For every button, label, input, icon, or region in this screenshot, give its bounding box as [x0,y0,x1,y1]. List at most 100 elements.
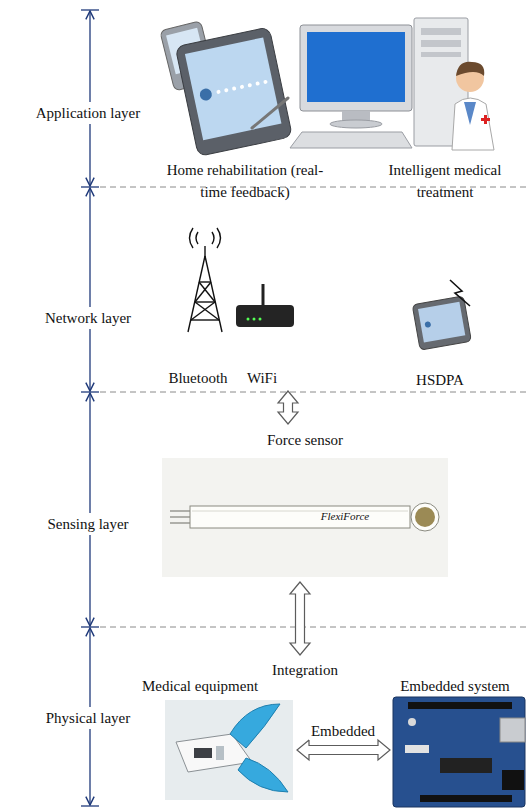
layer-divider [100,392,529,393]
doctor-figure [452,98,494,150]
embedded-board-photo [405,745,429,753]
embedded-board-photo [440,758,492,773]
tower-icon [199,282,215,302]
tower-icon [190,228,194,248]
embedded-board-photo [500,718,525,742]
mobile-device-icon [412,296,471,350]
router-icon [236,284,294,327]
component-caption: Bluetooth [168,367,227,389]
force-sensor-photo [190,506,410,528]
computer-icon [300,25,412,111]
layer-name: Network layer [42,307,134,329]
tower-icon [195,282,211,302]
router-icon [259,318,262,321]
tower-icon [188,228,222,332]
photo-text: FlexiForce [321,510,369,523]
layer-divider [100,187,529,627]
double-arrow [297,740,390,760]
layer-axis [81,186,99,187]
layer-axis [81,391,99,392]
tower-icon [191,319,219,320]
edge-label: Embedded [309,722,377,740]
computer-icon [421,28,461,35]
layer-axis [89,393,90,626]
double-arrow [290,582,310,655]
force-sensor-photo [162,458,448,577]
router-icon [236,305,294,327]
router-icon [262,284,265,306]
tablet-icon [175,27,292,157]
tablet-icon [255,81,260,86]
layer-axis [89,188,90,391]
tablet-icon [240,85,245,90]
mobile-device-icon [424,321,431,328]
tower-icon [217,228,221,248]
component-node: Intelligent medical treatment [368,15,522,205]
computer-icon [421,52,461,57]
tower-icon [195,301,215,302]
tablet-icon [160,21,293,157]
medical-equipment-photo [165,700,293,800]
layer-axis [81,10,99,806]
doctor-figure [484,115,487,124]
router-icon [253,318,256,321]
layer-axis [81,626,99,627]
layer-band: Sensing layerForce sensor [0,392,529,627]
medical-equipment-photo [165,700,293,800]
component-caption: Medical equipment [142,675,258,697]
force-sensor-photo [192,511,408,512]
tower-icon [199,281,211,282]
computer-icon [421,40,461,47]
doctor-figure [452,62,494,150]
component-node: Force sensor [160,424,450,582]
component-node: Home rehabilitation (real-time feedback) [163,15,327,205]
layer-axis [89,11,90,186]
tower-icon [195,302,219,320]
embedded-board-photo [420,795,512,802]
component-node: Bluetooth [166,215,230,391]
component-node: HSDPA [405,280,475,393]
component-caption: WiFi [247,367,277,389]
layer-axis [81,805,99,806]
mobile-device-icon [412,296,471,350]
doctor-figure [456,62,484,76]
component-node: Embedded system [390,673,527,808]
tablet-icon [199,87,213,101]
force-sensor-photo [415,507,435,527]
computer-icon [330,120,382,128]
router-icon [247,318,250,321]
component-node: Medical equipment [140,673,297,803]
component-caption: Home rehabilitation (real-time feedback) [165,159,325,203]
mobile-device-icon [418,302,465,343]
tower-icon [196,232,198,244]
doctor-figure [464,102,476,125]
tablet-icon [232,86,237,91]
layer-axis [81,9,99,10]
tower-icon [191,302,215,320]
tablet-icon [263,80,268,85]
medical-equipment-photo [216,746,224,760]
tablet-icon [175,27,292,157]
embedded-board-photo [408,702,512,709]
layer-name: Application layer [33,102,144,124]
embedded-board-photo [393,697,525,807]
computer-icon [307,32,405,102]
medical-equipment-photo [194,748,212,758]
force-sensor-photo [162,458,448,577]
tower-icon [212,232,214,244]
layer-band: Application layerHome rehabilitation (re… [0,10,529,187]
tablet-icon [247,83,252,88]
computer-icon [290,18,468,148]
medical-equipment-photo [230,704,280,748]
tablet-icon [252,98,288,128]
mobile-device-icon [450,280,470,306]
layer-name: Physical layer [43,707,134,729]
tablet-icon [216,90,221,95]
tablet-icon [185,37,282,140]
component-caption: Force sensor [267,429,343,451]
force-sensor-photo [411,503,439,531]
layer-divider [100,627,529,628]
embedded-board-photo [393,697,525,807]
tablet-icon [224,88,229,93]
